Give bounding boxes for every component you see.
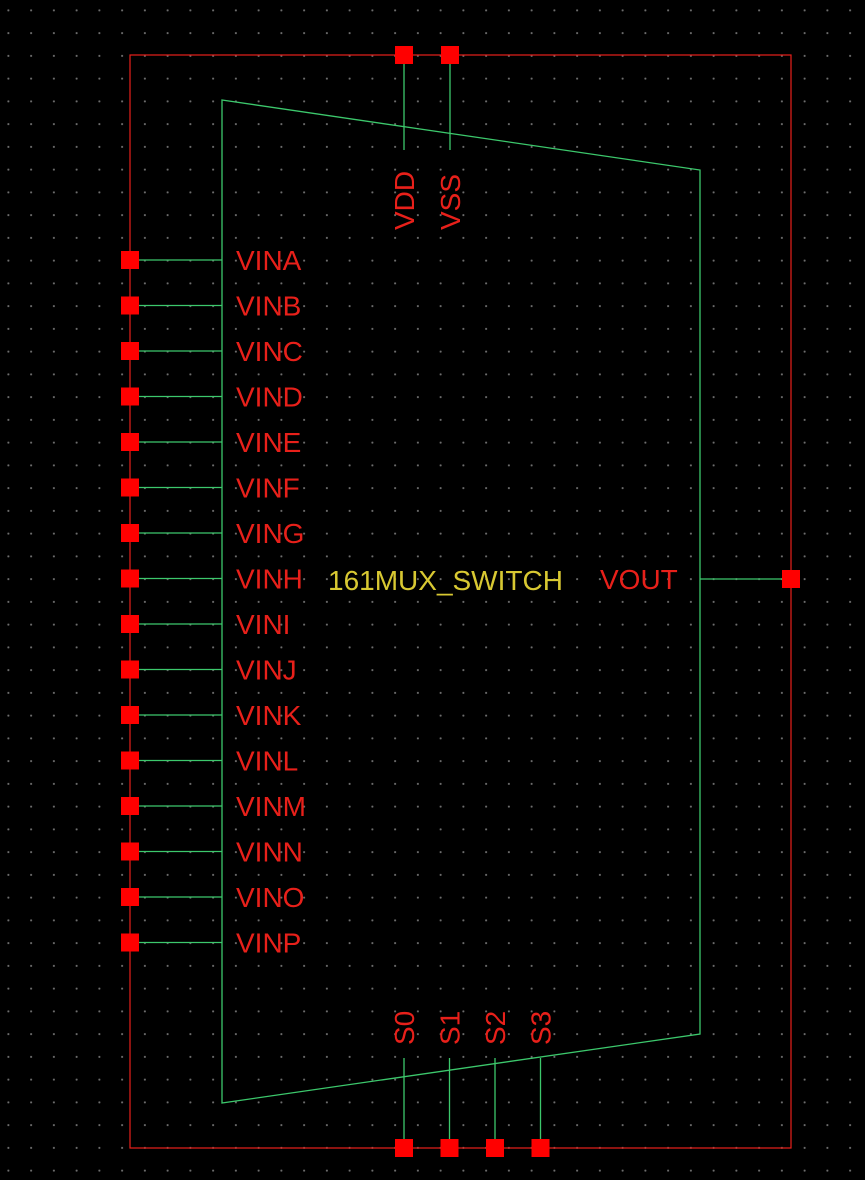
vinn-pin-square[interactable] xyxy=(121,842,139,861)
vinj-pin-label: VINJ xyxy=(236,655,297,686)
mux-body[interactable] xyxy=(221,99,701,1104)
vinp-pin-square[interactable] xyxy=(121,933,139,952)
symbol-boundary xyxy=(129,54,792,1149)
pin-labels: VINA VINB VINC VIND VINE VINF VING VINH VINI VINJ… xyxy=(236,171,678,1045)
vss-pin-square[interactable] xyxy=(441,46,459,64)
vine-pin-label: VINE xyxy=(236,427,301,458)
vine-pin-square[interactable] xyxy=(121,433,139,451)
vind-pin-label: VIND xyxy=(236,382,303,413)
vinh-pin-square[interactable] xyxy=(121,569,139,588)
vinl-pin-label: VINL xyxy=(236,746,298,777)
s1-pin-square[interactable] xyxy=(440,1139,459,1157)
vinl-pin-square[interactable] xyxy=(121,751,139,770)
s3-pin-square[interactable] xyxy=(531,1139,550,1157)
vinp-pin-label: VINP xyxy=(236,928,301,959)
vinh-pin-label: VINH xyxy=(236,564,303,595)
ving-pin-label: VING xyxy=(236,518,304,549)
s0-pin-label: S0 xyxy=(389,1011,420,1045)
vdd-pin-square[interactable] xyxy=(395,46,413,64)
s2-pin-square[interactable] xyxy=(486,1139,504,1157)
s2-pin-label: S2 xyxy=(480,1011,511,1045)
vinj-pin-square[interactable] xyxy=(121,660,139,679)
vink-pin-label: VINK xyxy=(236,700,302,731)
vinb-pin-square[interactable] xyxy=(121,296,139,315)
vino-pin-square[interactable] xyxy=(121,888,139,906)
vdd-pin-label: VDD xyxy=(389,171,420,230)
vinc-pin-label: VINC xyxy=(236,336,303,367)
s1-pin-label: S1 xyxy=(435,1011,466,1045)
cell-name-label: 161MUX_SWITCH xyxy=(328,565,563,596)
s0-pin-square[interactable] xyxy=(395,1139,413,1157)
vini-pin-label: VINI xyxy=(236,609,290,640)
vinf-pin-label: VINF xyxy=(236,473,300,504)
pin-wires xyxy=(130,55,791,1148)
vss-pin-label: VSS xyxy=(435,174,466,230)
vinm-pin-square[interactable] xyxy=(121,797,139,815)
s3-pin-label: S3 xyxy=(526,1011,557,1045)
vinc-pin-square[interactable] xyxy=(121,342,139,360)
vinf-pin-square[interactable] xyxy=(121,478,139,497)
vinb-pin-label: VINB xyxy=(236,291,301,322)
vout-pin-label: VOUT xyxy=(600,564,678,595)
vout-pin-square[interactable] xyxy=(782,570,800,588)
vina-pin-square[interactable] xyxy=(121,251,139,269)
vino-pin-label: VINO xyxy=(236,882,304,913)
ving-pin-square[interactable] xyxy=(121,524,139,542)
vinn-pin-label: VINN xyxy=(236,837,303,868)
pin-squares xyxy=(121,46,800,1157)
vini-pin-square[interactable] xyxy=(121,615,139,633)
vinm-pin-label: VINM xyxy=(236,791,306,822)
vink-pin-square[interactable] xyxy=(121,706,139,724)
vind-pin-square[interactable] xyxy=(121,387,139,406)
vina-pin-label: VINA xyxy=(236,245,302,276)
